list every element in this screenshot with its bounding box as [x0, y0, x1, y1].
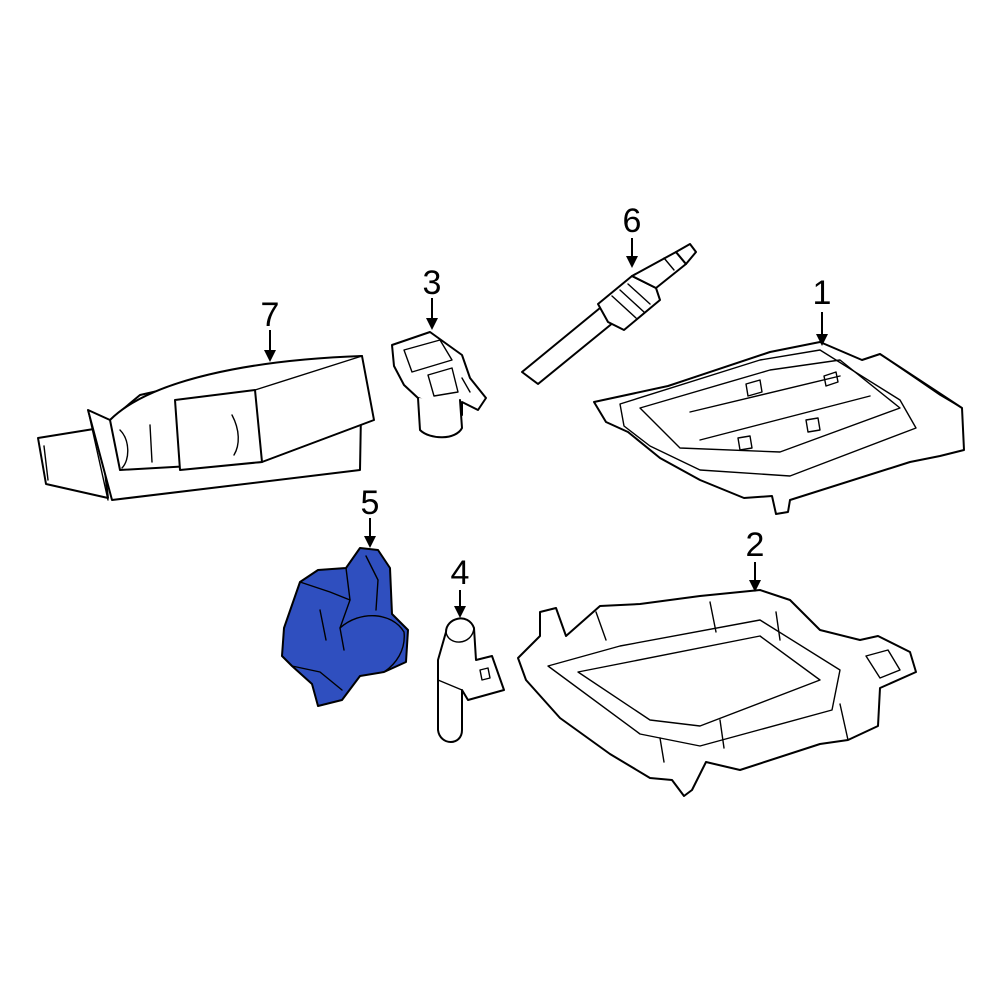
part-1-ecu-cover[interactable]: [593, 341, 965, 515]
part-6-glow-plug[interactable]: [521, 243, 697, 385]
part-3-sensor[interactable]: [391, 331, 487, 439]
callout-4[interactable]: 4: [451, 554, 470, 592]
callout-2[interactable]: 2: [746, 526, 765, 564]
part-2-ecu-tray[interactable]: [517, 589, 917, 797]
callout-7[interactable]: 7: [261, 296, 280, 334]
callout-6[interactable]: 6: [623, 202, 642, 240]
callout-3[interactable]: 3: [423, 264, 442, 302]
callout-arrows: [264, 238, 828, 618]
callout-5[interactable]: 5: [361, 484, 380, 522]
part-5-highlighted-component[interactable]: [281, 547, 409, 707]
part-4-sensor[interactable]: [437, 617, 505, 743]
part-7-control-module[interactable]: [37, 355, 375, 501]
callout-1[interactable]: 1: [813, 274, 832, 312]
